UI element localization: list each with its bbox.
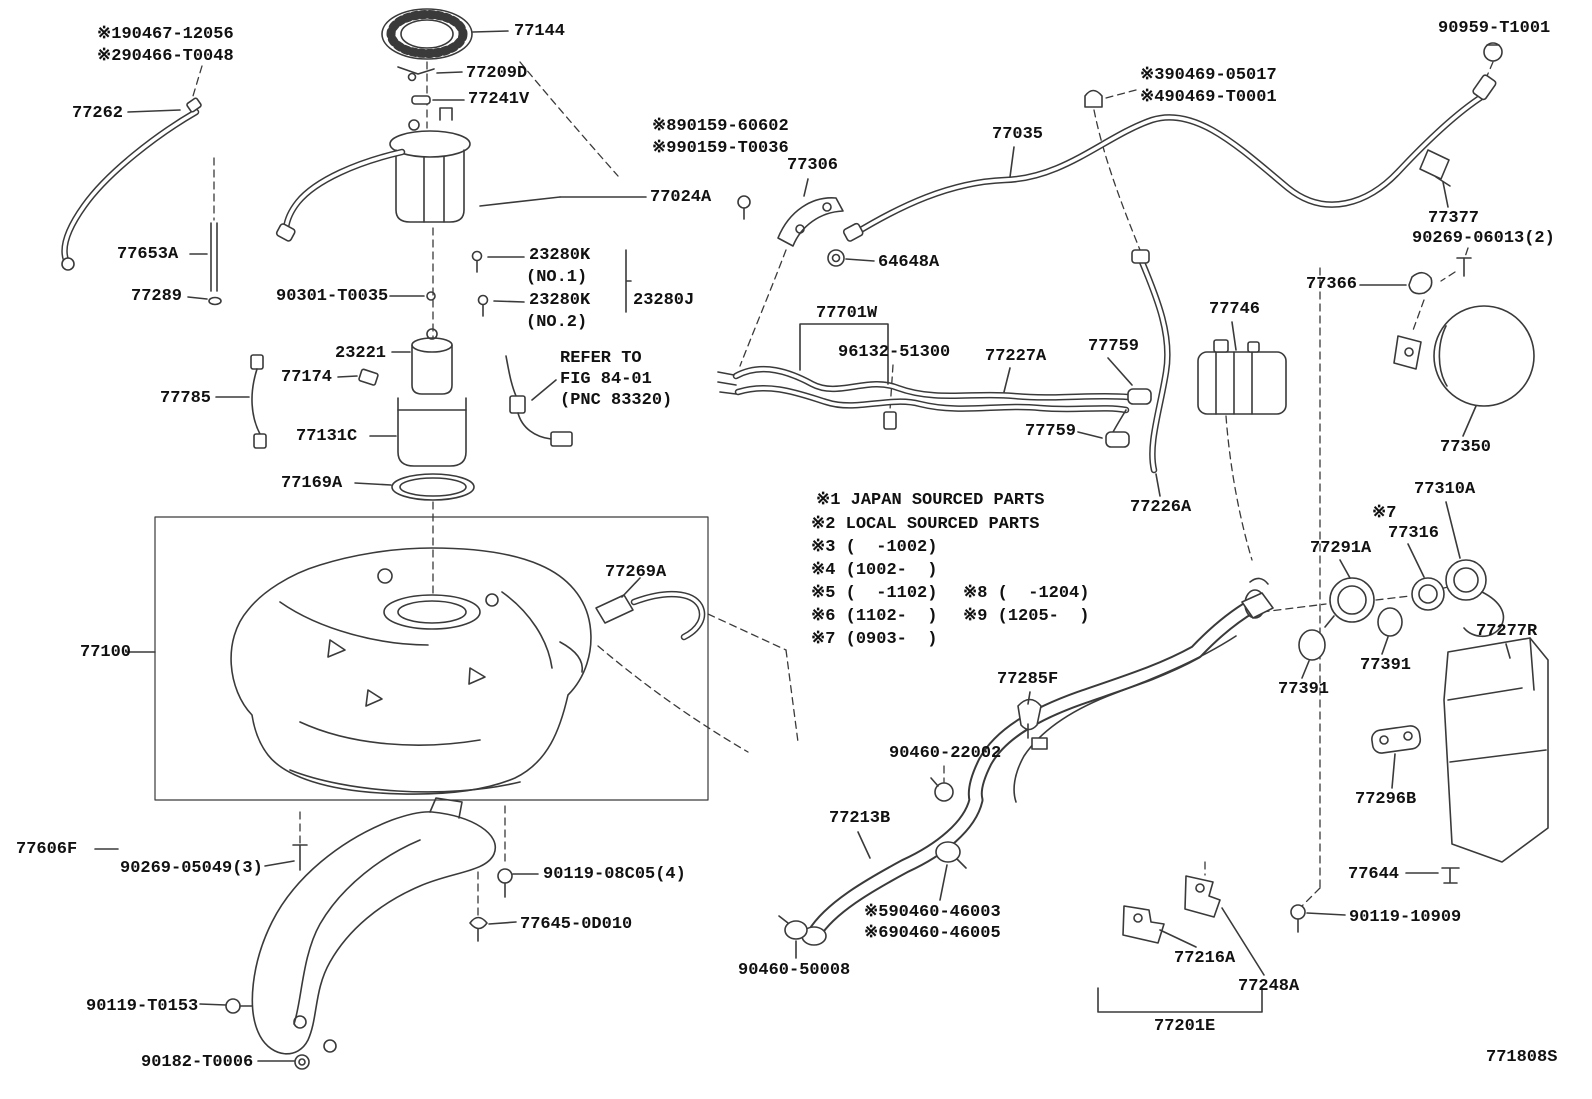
- label-77144: 77144: [514, 22, 566, 41]
- label-77785: 77785: [160, 389, 212, 408]
- label-70903: ※7 (0903- ): [811, 630, 938, 649]
- label-77024a: 77024A: [650, 188, 712, 207]
- label-19046712056: ※190467-12056: [97, 25, 234, 44]
- label-23280k: 23280K: [529, 291, 591, 310]
- label-77701w: 77701W: [816, 304, 878, 323]
- label-51102: ※5 ( -1102): [811, 584, 938, 603]
- label-77226a: 77226A: [1130, 498, 1192, 517]
- label-41002: ※4 (1002- ): [811, 561, 938, 580]
- label-91205: ※9 (1205- ): [963, 607, 1090, 626]
- fuel-pump-module-drawing: [61, 8, 647, 501]
- label-77296b: 77296B: [1355, 790, 1417, 809]
- label-77100: 77100: [80, 643, 132, 662]
- label-77291a: 77291A: [1310, 539, 1372, 558]
- label-77169a: 77169A: [281, 474, 343, 493]
- label-77644: 77644: [1348, 865, 1400, 884]
- label-77606f: 77606F: [16, 840, 78, 859]
- label-81204: ※8 ( -1204): [963, 584, 1090, 603]
- label-23280k: 23280K: [529, 246, 591, 265]
- label-77285f: 77285F: [997, 670, 1059, 689]
- label-290466t0048: ※290466-T0048: [97, 47, 234, 66]
- label-89015960602: ※890159-60602: [652, 117, 789, 136]
- label-490469t0001: ※490469-T0001: [1140, 88, 1277, 107]
- label-77366: 77366: [1306, 275, 1358, 294]
- label-9011910909: 90119-10909: [1349, 908, 1462, 927]
- label-69046046005: ※690460-46005: [864, 924, 1001, 943]
- tank-protector-drawing: [94, 797, 539, 1070]
- label-9046050008: 90460-50008: [738, 961, 851, 980]
- label-90269060132: 90269-06013(2): [1412, 229, 1555, 248]
- label-77216a: 77216A: [1174, 949, 1236, 968]
- label-90269050493: 90269-05049(3): [120, 859, 263, 878]
- label-pnc83320: (PNC 83320): [560, 391, 673, 410]
- label-77746: 77746: [1209, 300, 1261, 319]
- label-90182t0006: 90182-T0006: [141, 1053, 254, 1072]
- label-9613251300: 96132-51300: [838, 343, 951, 362]
- label-referto: REFER TO: [560, 349, 642, 368]
- fuel-tube-77035-drawing: [737, 42, 1535, 437]
- label-776450d010: 77645-0D010: [520, 915, 633, 934]
- label-77262: 77262: [72, 104, 124, 123]
- label-fig8401: FIG 84-01: [560, 370, 652, 389]
- label-77391: 77391: [1278, 680, 1330, 699]
- drawing-code: 771808S: [1486, 1048, 1558, 1067]
- label-90959t1001: 90959-T1001: [1438, 19, 1551, 38]
- label-90301t0035: 90301-T0035: [276, 287, 389, 306]
- label-61102: ※6 (1102- ): [811, 607, 938, 626]
- label-77759: 77759: [1088, 337, 1140, 356]
- label-77269a: 77269A: [605, 563, 667, 582]
- label-77316: 77316: [1388, 524, 1440, 543]
- label-77035: 77035: [992, 125, 1044, 144]
- dashed-reference-lines: [192, 61, 1494, 919]
- label-23280j: 23280J: [633, 291, 695, 310]
- label-77241v: 77241V: [468, 90, 530, 109]
- label-9011908c054: 90119-08C05(4): [543, 865, 686, 884]
- mid-fuel-tubes-drawing: [717, 249, 1287, 497]
- label-77174: 77174: [281, 368, 333, 387]
- fuel-tank-drawing: [125, 516, 709, 801]
- label-2localsourcedparts: ※2 LOCAL SOURCED PARTS: [811, 515, 1040, 534]
- label-77209d: 77209D: [466, 64, 528, 83]
- label-64648a: 64648A: [878, 253, 940, 272]
- label-23221: 23221: [335, 344, 387, 363]
- label-77227a: 77227A: [985, 347, 1047, 366]
- label-77350: 77350: [1440, 438, 1492, 457]
- label-7: ※7: [1372, 504, 1397, 523]
- label-77377: 77377: [1428, 209, 1480, 228]
- label-9046022002: 90460-22002: [889, 744, 1002, 763]
- label-31002: ※3 ( -1002): [811, 538, 938, 557]
- label-990159t0036: ※990159-T0036: [652, 139, 789, 158]
- label-77391: 77391: [1360, 656, 1412, 675]
- label-77213b: 77213B: [829, 809, 891, 828]
- label-77248a: 77248A: [1238, 977, 1300, 996]
- label-no2: (NO.2): [526, 313, 588, 332]
- label-77306: 77306: [787, 156, 839, 175]
- label-77277r: 77277R: [1476, 622, 1538, 641]
- label-1japansourcedparts: ※1 JAPAN SOURCED PARTS: [816, 491, 1045, 510]
- label-77653a: 77653A: [117, 245, 179, 264]
- filler-pipe-drawing: [778, 501, 1549, 1013]
- label-39046905017: ※390469-05017: [1140, 66, 1277, 85]
- label-77289: 77289: [131, 287, 183, 306]
- label-no1: (NO.1): [526, 268, 588, 287]
- label-77201e: 77201E: [1154, 1017, 1216, 1036]
- label-77310a: 77310A: [1414, 480, 1476, 499]
- label-90119t0153: 90119-T0153: [86, 997, 199, 1016]
- label-59046046003: ※590460-46003: [864, 903, 1001, 922]
- label-77131c: 77131C: [296, 427, 358, 446]
- label-77759: 77759: [1025, 422, 1077, 441]
